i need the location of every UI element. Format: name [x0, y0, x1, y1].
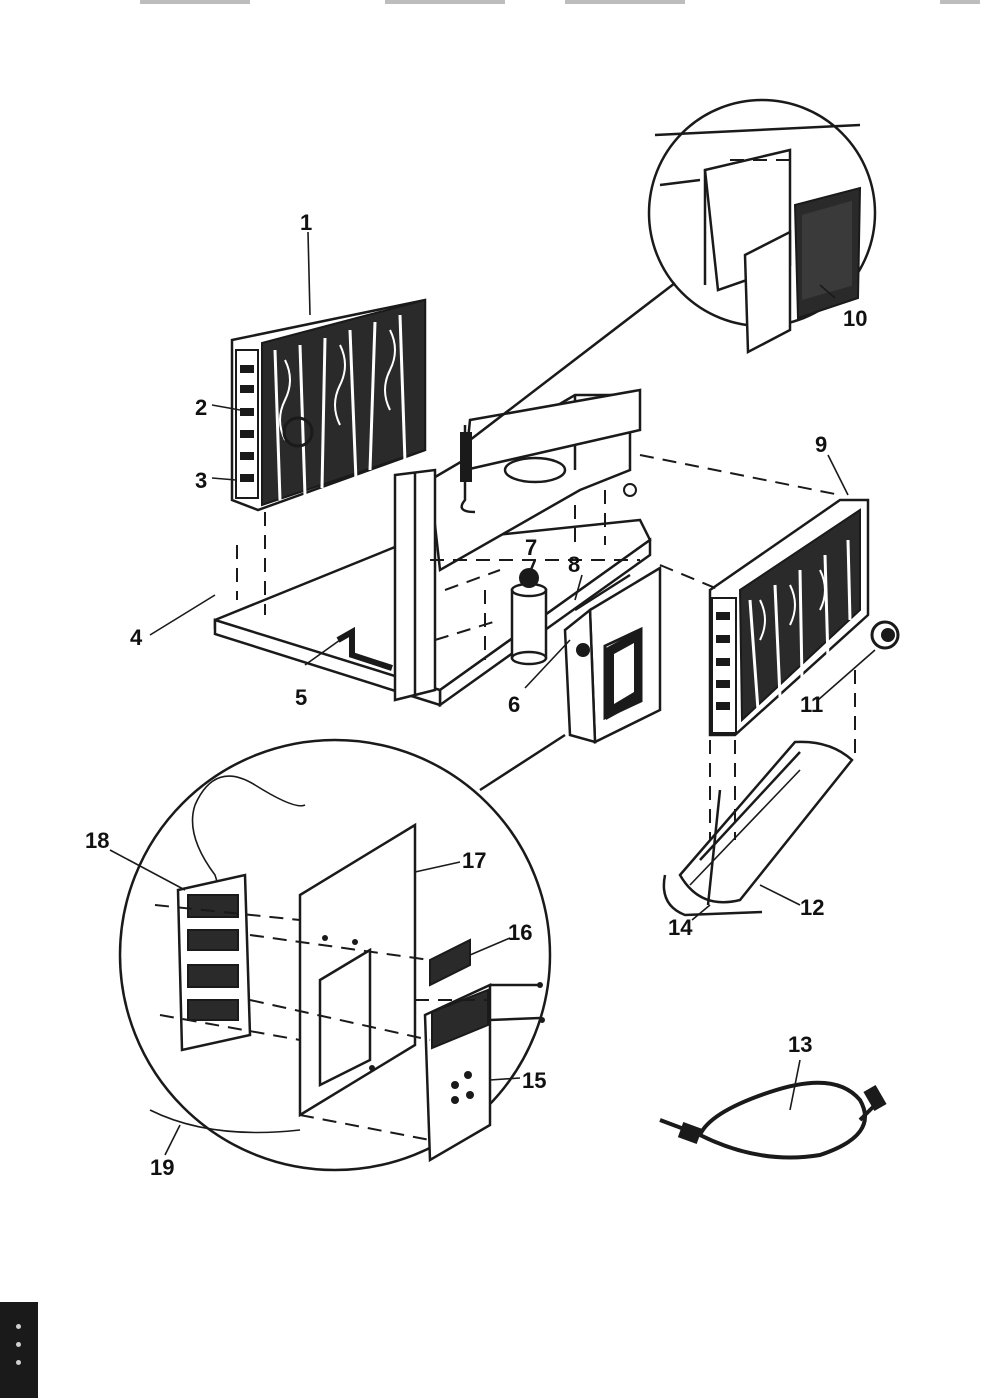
label-9: 9 [815, 432, 827, 457]
front-grille-panel [230, 298, 427, 512]
label-16: 16 [508, 920, 532, 945]
label-15: 15 [522, 1068, 546, 1093]
label-12: 12 [800, 895, 824, 920]
condenser-coil [708, 498, 870, 737]
corner-dot [16, 1360, 21, 1365]
top-scan-marks [140, 0, 980, 4]
capacitor [510, 559, 548, 666]
power-cord [659, 1080, 887, 1160]
chassis-base [213, 388, 652, 708]
detail-circle-filter [469, 98, 877, 441]
control-box [563, 565, 662, 744]
label-11: 11 [800, 692, 823, 717]
label-19: 19 [150, 1155, 174, 1180]
drain-cap [870, 620, 900, 650]
label-1: 1 [300, 210, 312, 235]
label-18: 18 [85, 828, 109, 853]
leader-lines [109, 231, 876, 1156]
label-2: 2 [195, 395, 207, 420]
detail-circle-controls [118, 733, 566, 1172]
drain-pan [662, 740, 854, 917]
mounting-bracket [336, 626, 393, 671]
label-10: 10 [843, 306, 867, 331]
corner-tab [0, 1302, 38, 1398]
label-3: 3 [195, 468, 207, 493]
part-labels: 1 2 3 4 5 6 7 8 9 10 11 12 13 14 15 16 1… [85, 210, 867, 1180]
label-4: 4 [130, 625, 143, 650]
label-5: 5 [295, 685, 307, 710]
corner-dot [16, 1324, 21, 1329]
label-17: 17 [462, 848, 486, 873]
label-8: 8 [568, 552, 580, 577]
label-6: 6 [508, 692, 520, 717]
label-13: 13 [788, 1032, 812, 1057]
label-14: 14 [668, 915, 693, 940]
corner-dot [16, 1342, 21, 1347]
alignment-lines [236, 454, 856, 840]
label-7: 7 [525, 535, 537, 560]
